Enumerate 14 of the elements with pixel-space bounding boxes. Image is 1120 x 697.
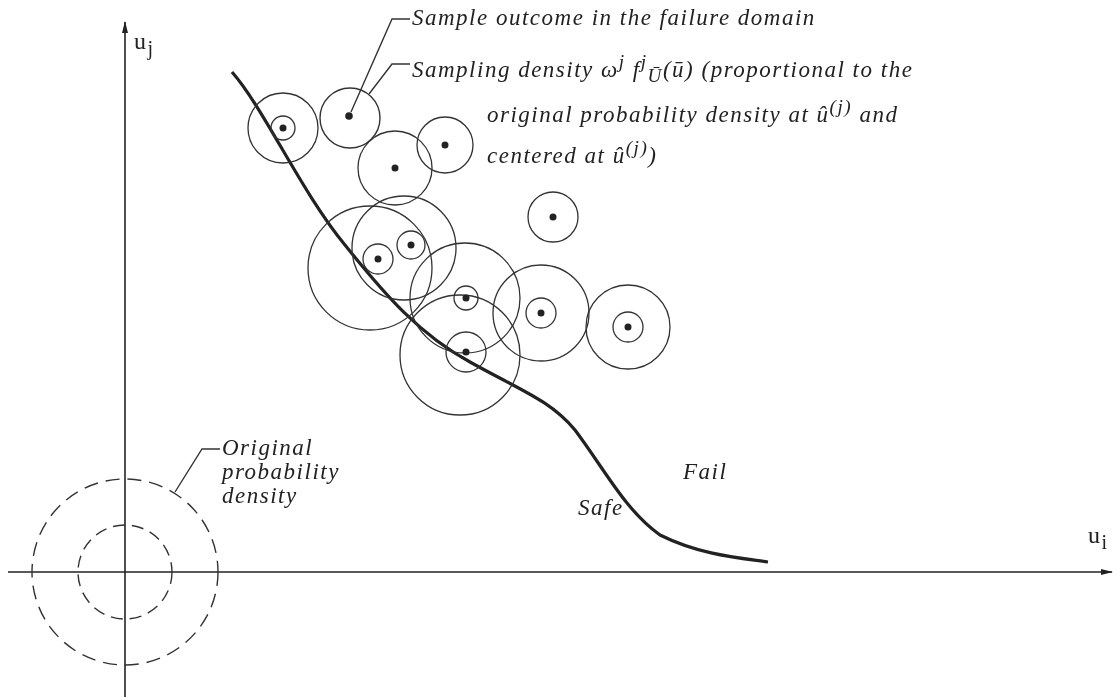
annotation-text: Original probability density (222, 436, 392, 509)
leader-line (350, 18, 411, 113)
region-label: Safe (578, 494, 624, 522)
leader-line (368, 63, 411, 95)
annotation-text: Sampling density ω$^{j}$ f$^{j}$$_{Ū}$(ū) (proportional to the original probability density at û$^{(j)}$ and centered at û$^{(j)}$) (412, 47, 960, 175)
annotation-text: Sample outcome in the failure domain (412, 4, 816, 33)
axis-label: u$_{j}$ (134, 27, 155, 61)
region-label: Fail (683, 458, 728, 486)
sample-point (345, 112, 353, 120)
sampling-density-circle (319, 87, 381, 149)
density-contour (31, 478, 219, 666)
density-contour (77, 524, 173, 620)
axis-label: u$_{i}$ (1088, 521, 1109, 555)
leader-line (174, 448, 221, 493)
